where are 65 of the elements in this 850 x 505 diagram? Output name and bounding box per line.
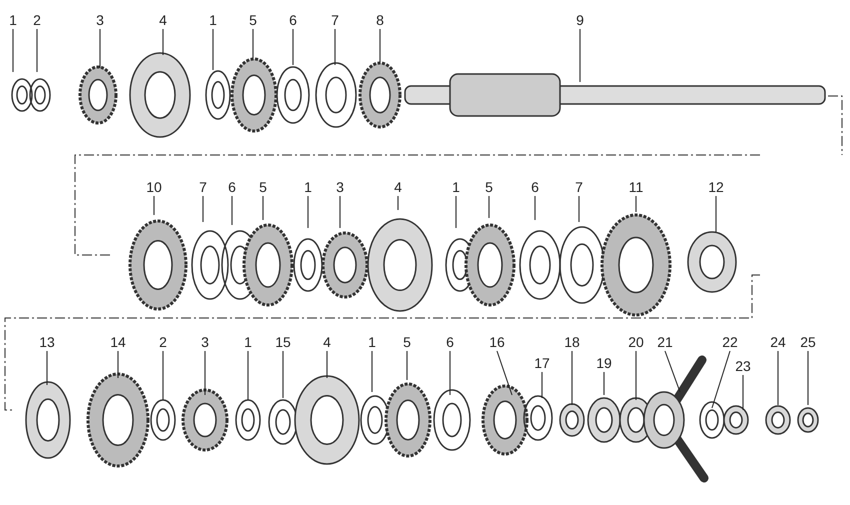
leader-line [488, 196, 490, 218]
callout-number: 18 [564, 334, 580, 350]
callout-number: 14 [110, 334, 126, 350]
leader-line [664, 350, 680, 392]
callout-number: 7 [575, 179, 583, 195]
leader-line [162, 28, 164, 56]
leader-line [202, 196, 204, 222]
callout-number: 24 [770, 334, 786, 350]
leader-line [712, 350, 730, 408]
leader-line [262, 196, 264, 220]
callout-number: 4 [159, 12, 167, 28]
callout-number: 1 [244, 334, 252, 350]
callout-number: 25 [800, 334, 816, 350]
callout-number: 3 [96, 12, 104, 28]
callout-number: 8 [376, 12, 384, 28]
callout-number: 1 [368, 334, 376, 350]
leader-line [742, 374, 744, 410]
leader-line [534, 196, 536, 220]
callout-number: 9 [576, 12, 584, 28]
callout-number: 1 [9, 12, 17, 28]
callout-number: 23 [735, 358, 751, 374]
callout-number: 3 [336, 179, 344, 195]
callout-number: 10 [146, 179, 162, 195]
callout-number: 5 [485, 179, 493, 195]
leader-line [326, 350, 328, 378]
leader-line [292, 28, 294, 66]
callout-number: 3 [201, 334, 209, 350]
callout-number: 1 [452, 179, 460, 195]
callout-number: 5 [403, 334, 411, 350]
callout-number: 2 [159, 334, 167, 350]
callout-number: 12 [708, 179, 724, 195]
callout-number: 20 [628, 334, 644, 350]
callout-number: 5 [249, 12, 257, 28]
leader-line [162, 350, 164, 400]
leader-line [406, 350, 408, 380]
leader-line [204, 350, 206, 396]
callout-number: 6 [531, 179, 539, 195]
callout-number: 2 [33, 12, 41, 28]
callout-number: 6 [446, 334, 454, 350]
callout-number: 7 [331, 12, 339, 28]
callout-number: 4 [323, 334, 331, 350]
callout-number: 16 [489, 334, 505, 350]
callout-number: 1 [209, 12, 217, 28]
leader-line [496, 350, 512, 396]
leader-line [12, 28, 14, 72]
callout-number: 11 [628, 179, 644, 195]
callout-number: 19 [596, 355, 612, 371]
callout-number: 7 [199, 179, 207, 195]
leader-line [46, 350, 48, 386]
callout-number: 6 [228, 179, 236, 195]
callout-number: 13 [39, 334, 55, 350]
callout-number: 21 [657, 334, 673, 350]
leader-line [252, 28, 254, 58]
callout-number: 6 [289, 12, 297, 28]
callout-number: 1 [304, 179, 312, 195]
callout-number: 4 [394, 179, 402, 195]
callout-number: 15 [275, 334, 291, 350]
leader-line [578, 196, 580, 222]
callout-number: 22 [722, 334, 738, 350]
leader-line [212, 28, 214, 70]
leader-line [36, 28, 38, 72]
callout-number: 5 [259, 179, 267, 195]
leader-line [282, 350, 284, 398]
callout-number: 17 [534, 355, 550, 371]
leader-line [334, 28, 336, 66]
